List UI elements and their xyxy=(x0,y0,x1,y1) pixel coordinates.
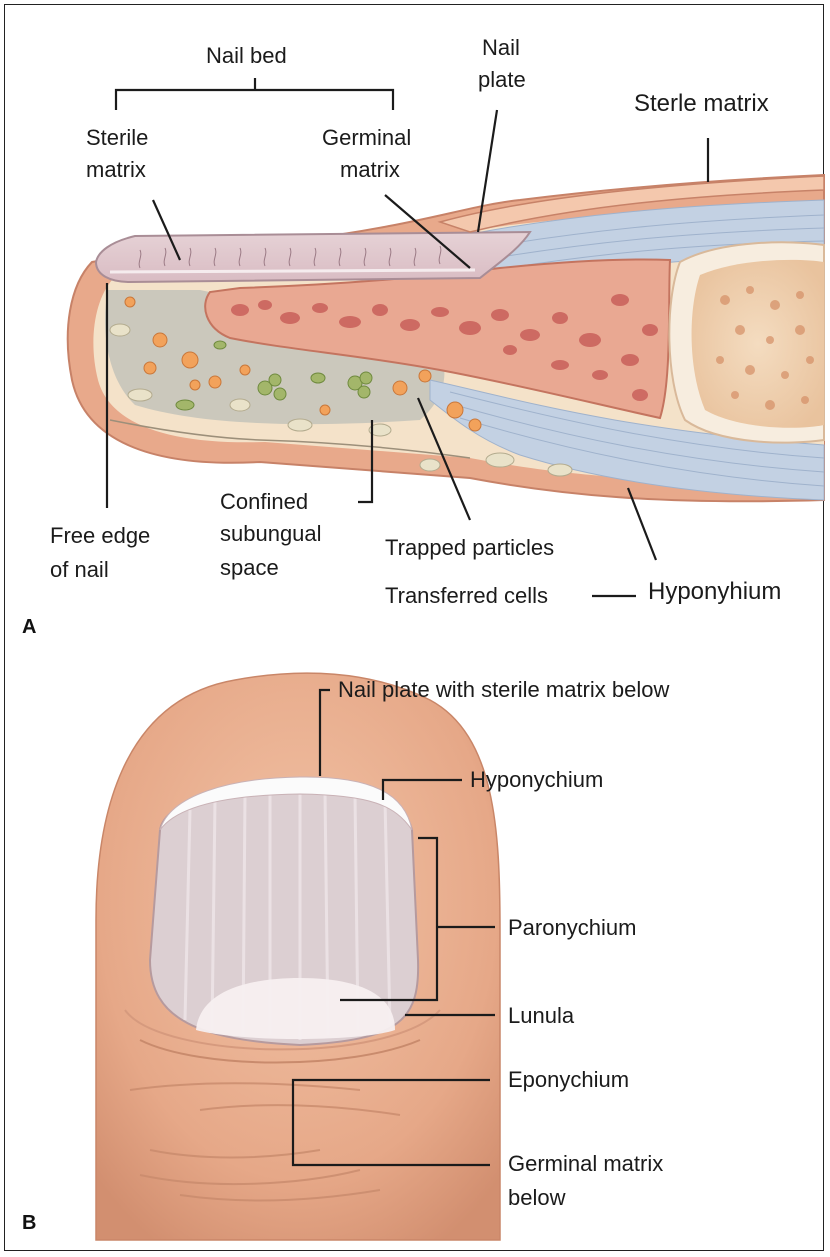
label-confined-line2: subungual xyxy=(220,520,322,548)
nail-plate-section xyxy=(96,232,530,282)
label-sterile-matrix-line1: Sterile xyxy=(86,124,148,152)
label-eponychium: Eponychium xyxy=(508,1066,629,1094)
label-germinal-matrix-line1: Germinal xyxy=(322,124,411,152)
label-confined-line3: space xyxy=(220,554,279,582)
label-germinal-line1: Germinal matrix xyxy=(508,1150,663,1178)
label-germinal-matrix-line2: matrix xyxy=(340,156,400,184)
label-confined-line1: Confined xyxy=(220,488,308,516)
label-transferred-cells: Transferred cells xyxy=(385,582,548,610)
label-hyponychium-b: Hyponychium xyxy=(470,766,603,794)
label-trapped-particles: Trapped particles xyxy=(385,534,554,562)
label-paronychium: Paronychium xyxy=(508,914,636,942)
nail-bed-bracket xyxy=(116,78,393,110)
panel-letter-a: A xyxy=(22,616,36,639)
label-nail-plate-line1: Nail xyxy=(482,34,520,62)
label-nail-bed: Nail bed xyxy=(206,42,287,70)
label-sterile-matrix-line2: matrix xyxy=(86,156,146,184)
label-germinal-line2: below xyxy=(508,1184,565,1212)
label-free-edge-line2: of nail xyxy=(50,556,109,584)
panel-a-section xyxy=(68,175,824,501)
label-lunula: Lunula xyxy=(508,1002,574,1030)
panel-b-finger xyxy=(96,673,500,1240)
label-sterile-matrix-top: Sterle matrix xyxy=(634,90,769,118)
label-hyponychium-a: Hyponyhium xyxy=(648,578,781,606)
label-free-edge-line1: Free edge xyxy=(50,522,150,550)
label-nail-plate-line2: plate xyxy=(478,66,526,94)
panel-letter-b: B xyxy=(22,1212,36,1235)
label-nail-plate-sterile: Nail plate with sterile matrix below xyxy=(338,676,669,704)
